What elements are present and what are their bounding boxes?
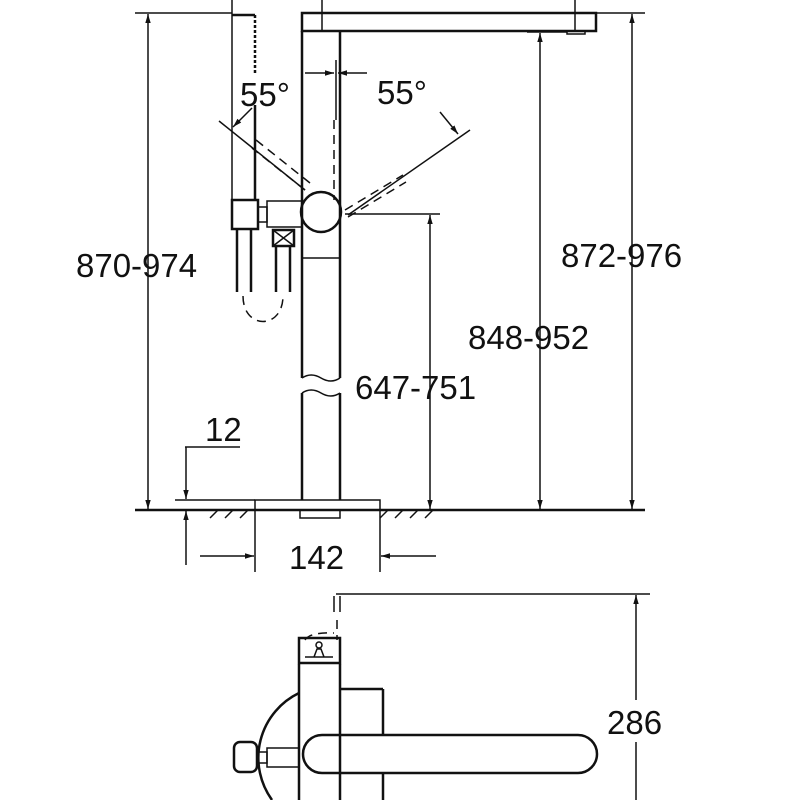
side-view: 55° 55° 870-974 872-976 848-952 647-751 …: [76, 0, 682, 576]
dim-286: 286: [607, 704, 662, 741]
column: [300, 31, 342, 500]
angle-left-label: 55°: [240, 76, 290, 113]
spout: [300, 11, 598, 33]
dim-142: 142: [289, 539, 344, 576]
dim-872-976: 872-976: [561, 237, 682, 274]
angle-right-label: 55°: [377, 74, 427, 111]
top-view: 286: [232, 593, 662, 800]
dim-870-974: 870-974: [76, 247, 197, 284]
hand-shower: [135, 0, 296, 323]
base-plate: [254, 499, 381, 511]
dim-647-751: 647-751: [355, 369, 476, 406]
dim-848-952: 848-952: [468, 319, 589, 356]
dim-12: 12: [205, 411, 242, 448]
mixer-knob: [299, 190, 343, 234]
handle: [301, 733, 599, 775]
